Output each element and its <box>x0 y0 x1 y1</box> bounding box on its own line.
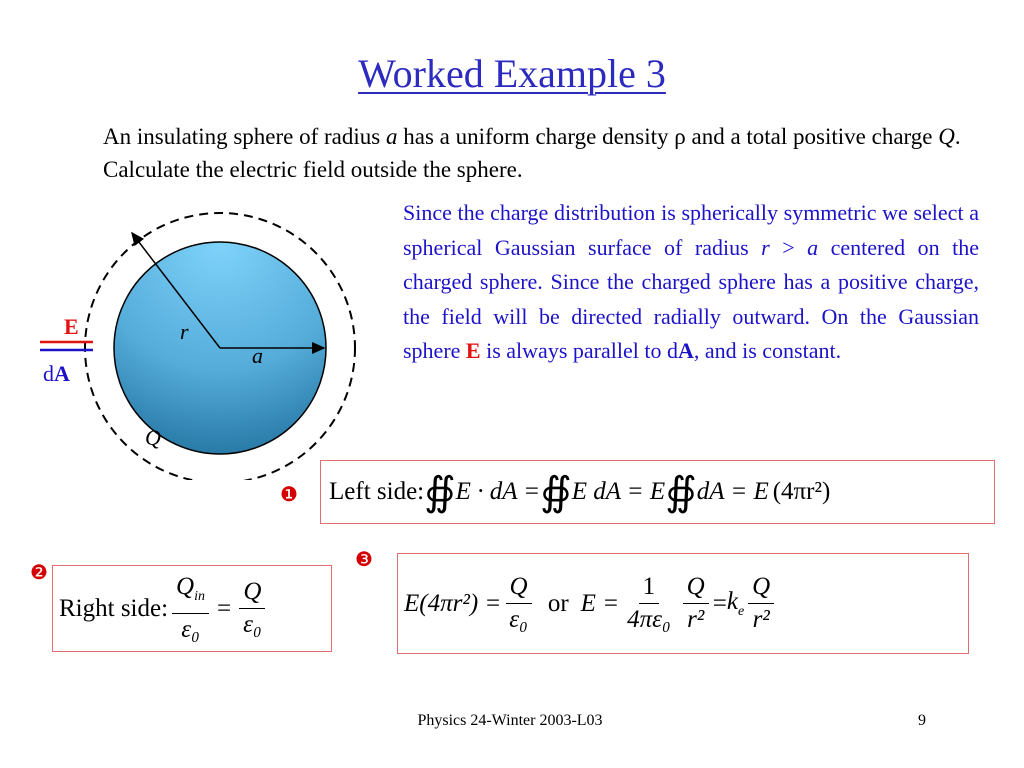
explain-text-1: Since the charge distribution is spheric… <box>403 200 979 260</box>
result-or: or <box>547 589 569 617</box>
result-E: E = <box>580 589 620 617</box>
label-r: r <box>180 319 189 344</box>
explain-text-3: is always parallel to d <box>480 338 678 363</box>
left-term-4: (4πr²) <box>772 478 831 505</box>
problem-statement: An insulating sphere of radius a has a u… <box>103 120 983 186</box>
explain-gt: > <box>769 234 808 260</box>
intro-var-a: a <box>385 124 398 149</box>
intro-text-2: has a uniform charge density ρ and a tot… <box>397 124 939 149</box>
left-term-1: E · dA = <box>455 478 541 505</box>
step-3-badge: ❸ <box>355 547 373 571</box>
slide-title: Worked Example 3 <box>358 51 666 96</box>
explain-text-2: centered on the charged sphere. Since th… <box>403 234 979 364</box>
intro-text-3: . Calculate the electric field outside t… <box>103 124 961 182</box>
gaussian-surface <box>84 212 356 480</box>
fraction-result-4: Q r² <box>748 573 775 634</box>
explain-text-4: , and is constant. <box>693 338 842 363</box>
explain-A: A <box>677 338 694 363</box>
label-dA: dA <box>43 361 70 386</box>
gaussian-surface-figure: E dA r a Q <box>40 212 356 480</box>
left-term-2: E dA = E <box>571 478 666 505</box>
explanation-text: Since the charge distribution is spheric… <box>403 196 979 369</box>
right-side-equation: Right side: Qin ε₀ = Q ε₀ <box>52 565 332 652</box>
explain-var-r: r <box>761 234 770 260</box>
right-equals: = <box>217 594 232 622</box>
step-2-badge: ❷ <box>30 560 48 584</box>
slide-footer: Physics 24-Winter 2003-L03 <box>417 712 603 729</box>
fraction-q-eps0: Q ε₀ <box>239 578 266 639</box>
fraction-result-1: Q ε₀ <box>505 573 532 634</box>
explain-E: E <box>465 338 481 363</box>
result-lhs: E(4πr²) = <box>404 589 502 617</box>
page-number: 9 <box>918 712 926 729</box>
result-equation: E(4πr²) = Q ε₀ or E = 1 4πε₀ Q r² = ke Q… <box>397 553 969 654</box>
label-Q: Q <box>145 425 161 450</box>
explain-var-a: a <box>807 234 819 260</box>
right-side-label: Right side: <box>59 594 169 622</box>
fraction-result-3: Q r² <box>682 573 709 634</box>
result-k: ke <box>726 587 745 619</box>
fraction-qin-eps0: Qin ε₀ <box>172 573 209 644</box>
intro-var-q: Q <box>938 124 955 149</box>
intro-text-1: An insulating sphere of radius <box>103 124 386 149</box>
step-1-badge: ❶ <box>280 482 298 506</box>
left-side-equation: Left side: ∯ E · dA = ∯ E dA = E ∯ dA = … <box>320 460 995 524</box>
label-a: a <box>252 343 263 368</box>
label-E: E <box>64 314 79 339</box>
fraction-result-2: 1 4πε₀ <box>627 573 671 633</box>
radius-r-arrow <box>131 231 221 349</box>
left-side-label: Left side: <box>329 478 425 505</box>
result-equals: = <box>712 589 727 617</box>
left-term-3: dA = E <box>696 478 769 505</box>
